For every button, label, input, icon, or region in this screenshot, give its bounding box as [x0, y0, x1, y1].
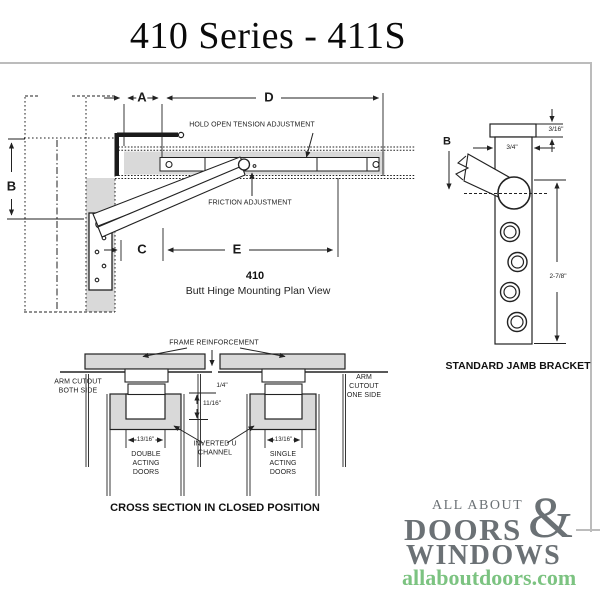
watermark-all-about: ALL ABOUT: [432, 498, 524, 513]
watermark-doors: DOORS: [404, 512, 522, 547]
plan-view-drawing: [7, 93, 415, 313]
plan-view-model-number: 410: [245, 270, 265, 282]
hold-open-tension-label: HOLD OPEN TENSION ADJUSTMENT: [189, 121, 315, 129]
page-title: 410 Series - 411S: [129, 15, 407, 57]
arm-cutout-both-label: ARM CUTOUT BOTH SIDE: [54, 378, 102, 394]
dim-label-d: D: [263, 89, 275, 105]
cross-section-drawing: [60, 347, 388, 496]
sheet-border-bottom-stub: [576, 529, 600, 531]
dim-label-a: A: [136, 89, 148, 105]
cross-section-caption: CROSS SECTION IN CLOSED POSITION: [110, 502, 320, 514]
plan-view-caption: Butt Hinge Mounting Plan View: [185, 285, 331, 297]
jamb-dim-width: 3/4": [505, 143, 519, 152]
dim-label-b: B: [5, 178, 18, 194]
jamb-dim-thickness: 3/16": [547, 125, 565, 134]
friction-adjustment-label: FRICTION ADJUSTMENT: [208, 199, 292, 207]
watermark-ampersand-icon: &: [528, 485, 574, 550]
dim-label-e: E: [231, 241, 243, 257]
jamb-dim-height: 2-7/8": [548, 272, 568, 281]
inverted-u-channel-label: INVERTED U CHANNEL: [193, 440, 237, 456]
dim-eleven-sixteenths: 11/16": [201, 399, 223, 408]
watermark-windows: WINDOWS: [406, 540, 562, 571]
jamb-dim-label-b: B: [442, 135, 452, 148]
dim-channel-width-right: 13/16": [273, 437, 294, 443]
frame-reinforcement-label: FRAME REINFORCEMENT: [169, 339, 259, 347]
jamb-bracket-drawing: [446, 109, 566, 345]
jamb-bracket-caption: STANDARD JAMB BRACKET: [445, 360, 591, 372]
dim-quarter-inch: 1/4": [215, 381, 229, 390]
sheet-border: [0, 62, 592, 532]
single-acting-doors-label: SINGLE ACTING DOORS: [269, 450, 297, 476]
dim-channel-width-left: 13/16": [135, 437, 156, 443]
arm-cutout-one-label: ARM CUTOUT ONE SIDE: [346, 373, 382, 399]
watermark-website-url: allaboutdoors.com: [402, 565, 577, 590]
dim-label-c: C: [136, 241, 148, 257]
double-acting-doors-label: DOUBLE ACTING DOORS: [131, 450, 161, 476]
